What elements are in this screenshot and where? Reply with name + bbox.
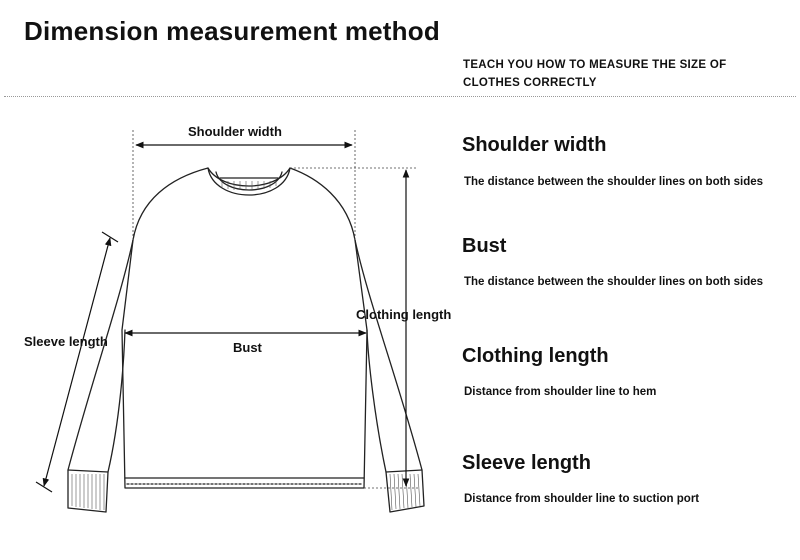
definition-term: Sleeve length [462,452,591,474]
sweater-collar [207,167,291,196]
clothing-length-label: Clothing length [356,307,452,322]
definition-description: The distance between the shoulder lines … [464,176,764,188]
header-divider [4,96,796,97]
definition-shoulder-width: Shoulder width The distance between the … [462,134,763,188]
sleeve-length-arrow [42,237,112,487]
definition-term: Shoulder width [462,134,607,156]
sweater-illustration [35,130,425,513]
definition-sleeve-length: Sleeve length Distance from shoulder lin… [462,452,699,505]
definition-bust: Bust The distance between the shoulder l… [462,235,763,288]
sweater-body [121,167,368,489]
sweater-diagram: Shoulder width Bust Clothing length Slee… [0,100,460,530]
definition-description: Distance from shoulder line to hem [464,386,657,398]
definition-term: Clothing length [462,345,609,367]
definition-clothing-length: Clothing length Distance from shoulder l… [462,345,656,398]
sleeve-length-label: Sleeve length [24,334,108,349]
page-title: Dimension measurement method [24,16,440,46]
definition-term: Bust [462,235,507,257]
bust-label: Bust [233,340,262,355]
page-subtitle: TEACH YOU HOW TO MEASURE THE SIZE OF CLO… [463,59,727,89]
shoulder-width-label: Shoulder width [188,124,282,139]
definition-description: Distance from shoulder line to suction p… [464,493,700,505]
definitions-list: Shoulder width The distance between the … [462,0,800,560]
definition-description: The distance between the shoulder lines … [464,276,764,288]
